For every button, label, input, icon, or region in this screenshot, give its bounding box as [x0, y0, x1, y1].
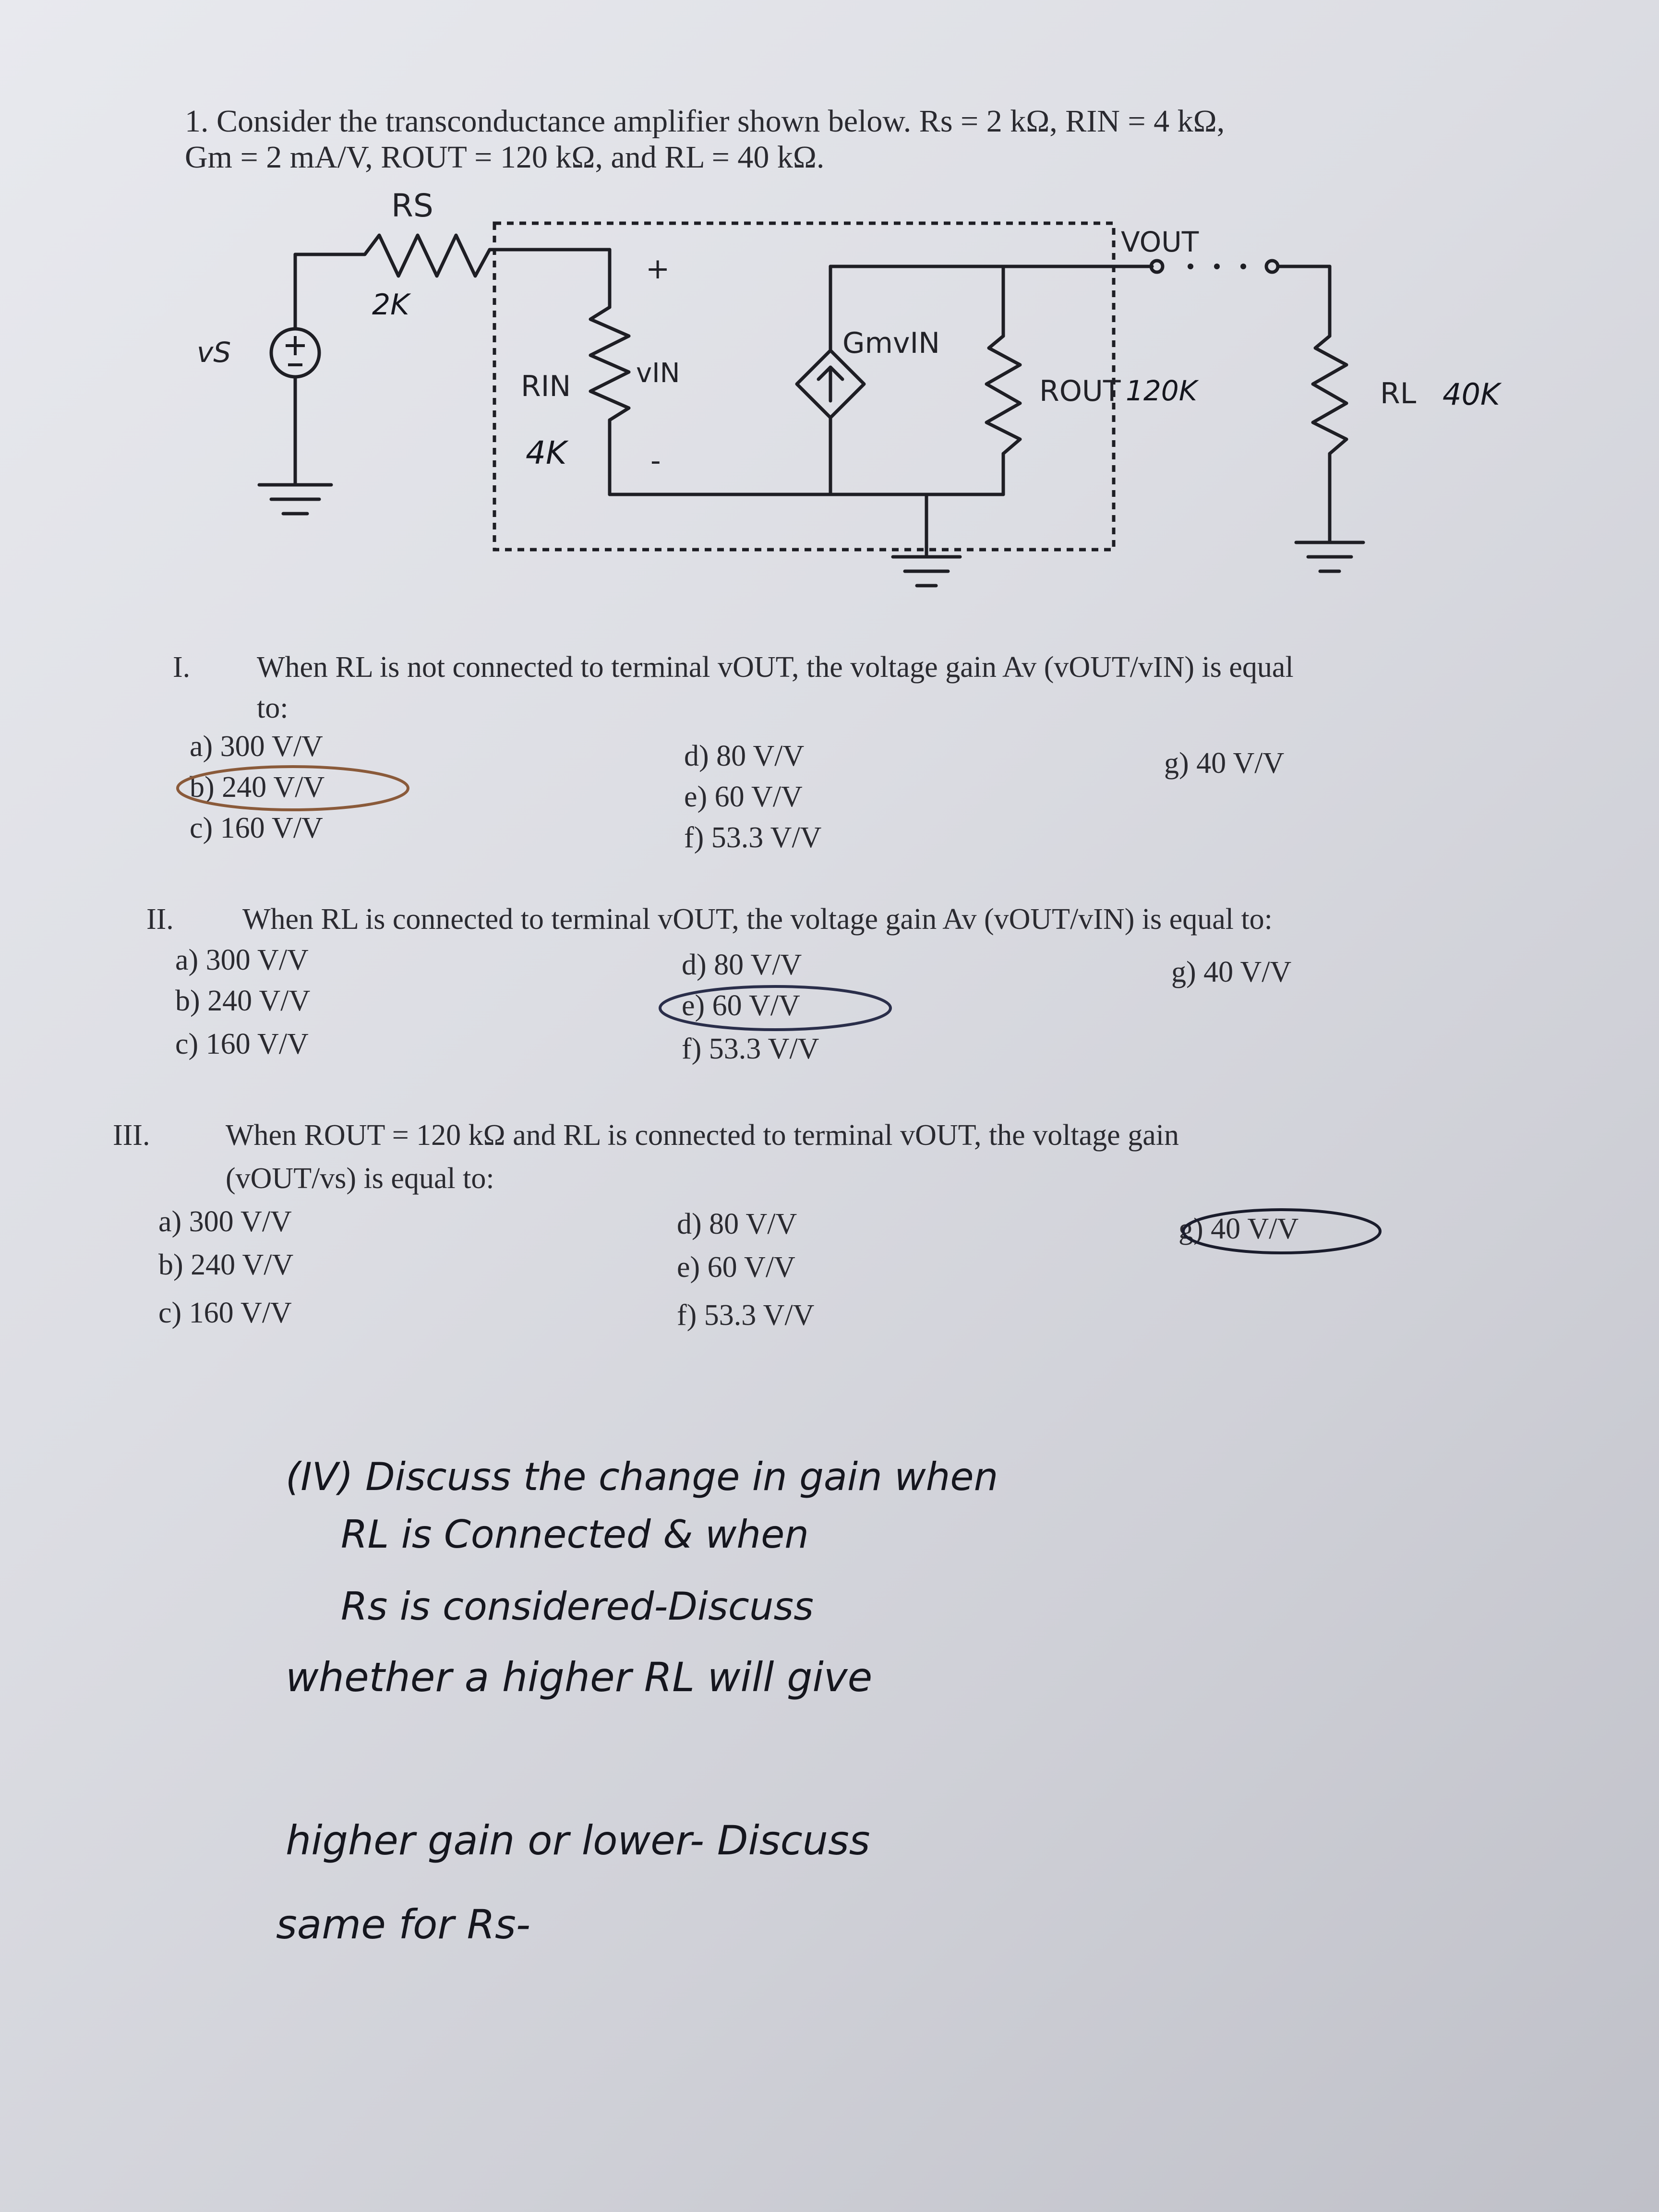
q2-option-d: d) 80 V/V — [682, 949, 802, 981]
q1-option-a: a) 300 V/V — [190, 730, 323, 763]
rin-note: 4K — [526, 434, 567, 471]
q4-line5: higher gain or lower- Discuss — [286, 1817, 870, 1864]
minus-sign: - — [650, 444, 661, 478]
rout-note: 120K — [1126, 374, 1197, 407]
q3-option-b: b) 240 V/V — [158, 1249, 294, 1281]
q1-option-d: d) 80 V/V — [684, 740, 805, 772]
q1-option-g: g) 40 V/V — [1164, 747, 1285, 780]
amplifier-schematic — [257, 221, 1365, 588]
q1-option-e: e) 60 V/V — [684, 781, 803, 813]
q3-option-d: d) 80 V/V — [677, 1208, 797, 1240]
rout-label: ROUT — [1039, 374, 1121, 408]
q1-option-c: c) 160 V/V — [190, 812, 323, 844]
q2-option-c: c) 160 V/V — [175, 1028, 309, 1060]
vout-terminal-icon — [1149, 259, 1165, 274]
q3-option-a: a) 300 V/V — [158, 1205, 292, 1238]
rl-note: 40K — [1443, 377, 1500, 412]
q4-line4: whether a higher RL will give — [286, 1654, 873, 1701]
vout-label: VOUT — [1121, 226, 1199, 258]
problem-header-line2: Gm = 2 mA/V, ROUT = 120 kΩ, and RL = 40 … — [185, 140, 825, 175]
q3-option-c: c) 160 V/V — [158, 1297, 292, 1329]
q1-text-line1: When RL is not connected to terminal vOU… — [257, 651, 1294, 684]
q3-text-line1: When ROUT = 120 kΩ and RL is connected t… — [226, 1119, 1179, 1152]
q3-option-e: e) 60 V/V — [677, 1251, 795, 1284]
q2-option-a: a) 300 V/V — [175, 944, 309, 976]
q4-line2: RL is Connected & when — [341, 1512, 809, 1557]
plus-sign: + — [646, 252, 670, 286]
q2-option-f: f) 53.3 V/V — [682, 1033, 819, 1065]
q2-text-line1: When RL is connected to terminal vOUT, t… — [242, 903, 1273, 936]
q1-option-b: b) 240 V/V — [190, 771, 325, 804]
rl-resistor-icon — [1311, 334, 1348, 456]
q4-line1: (IV) Discuss the change in gain when — [286, 1455, 998, 1499]
q1-option-f: f) 53.3 V/V — [684, 821, 822, 854]
q3-text-line2: (vOUT/vs) is equal to: — [226, 1162, 494, 1195]
q1-number: I. — [173, 651, 191, 684]
q3-option-f: f) 53.3 V/V — [677, 1299, 815, 1332]
q3-option-g: g) 40 V/V — [1178, 1213, 1299, 1245]
vin-label: vIN — [636, 358, 680, 389]
q4-line3: Rs is considered-Discuss — [341, 1584, 814, 1629]
rout-resistor-icon — [985, 334, 1022, 456]
q2-number: II. — [146, 903, 174, 936]
q2-option-b: b) 240 V/V — [175, 985, 311, 1017]
rs-note: 2K — [372, 288, 409, 322]
source-label: GmvIN — [842, 326, 940, 360]
q2-option-e: e) 60 V/V — [682, 989, 800, 1022]
problem-header-line1: 1. Consider the transconductance amplifi… — [185, 104, 1225, 139]
rin-resistor-icon — [589, 305, 631, 422]
q1-text-line2: to: — [257, 692, 289, 724]
rs-label: RS — [391, 187, 433, 224]
rs-resistor-icon — [293, 233, 511, 278]
q4-line6: same for Rs- — [276, 1901, 531, 1948]
amplifier-box — [493, 221, 1116, 552]
rin-label: RIN — [521, 370, 571, 403]
q2-option-g: g) 40 V/V — [1171, 956, 1292, 988]
q3-number: III. — [113, 1119, 150, 1152]
vs-label: vS — [197, 336, 231, 369]
rl-label: RL — [1380, 377, 1417, 410]
